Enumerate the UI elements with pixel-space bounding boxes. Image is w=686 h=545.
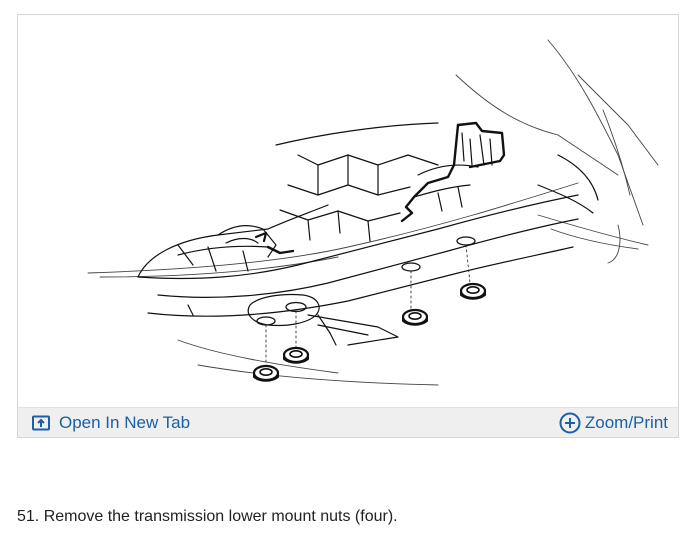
zoom-print-label: Zoom/Print bbox=[584, 413, 668, 432]
zoom-plus-icon bbox=[559, 412, 581, 434]
step-instruction: 51. Remove the transmission lower mount … bbox=[17, 508, 398, 525]
diagram-svg bbox=[87, 39, 659, 386]
zoom-print-button[interactable]: Zoom/Print bbox=[559, 408, 668, 438]
transmission-mount-diagram[interactable] bbox=[18, 15, 678, 407]
figure-toolbar: Open In New Tab Zoom/Print bbox=[18, 407, 678, 437]
open-in-new-tab-icon bbox=[32, 415, 50, 431]
open-in-new-tab-label: Open In New Tab bbox=[59, 413, 191, 432]
open-in-new-tab-button[interactable]: Open In New Tab bbox=[32, 408, 190, 438]
figure-card: Open In New Tab Zoom/Print bbox=[17, 14, 679, 438]
